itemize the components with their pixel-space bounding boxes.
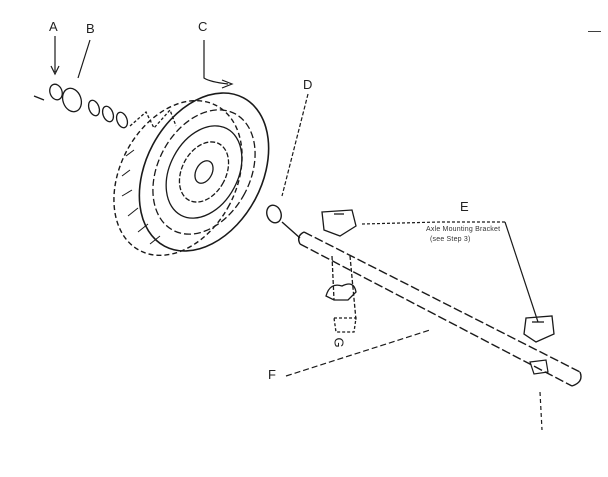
left-bracket-assembly	[321, 209, 357, 333]
rim-ring-2	[165, 125, 243, 219]
tread-marks	[121, 149, 161, 245]
tire-outer	[138, 92, 270, 252]
bottom-bolt-shaft	[539, 391, 543, 431]
left-nut-bottom	[333, 317, 357, 333]
washer-a	[49, 83, 63, 101]
bottom-bolt-head	[529, 359, 549, 375]
label-a: A	[49, 19, 58, 34]
spacer-3	[115, 111, 129, 129]
cotter-pin	[33, 95, 45, 101]
label-f: F	[268, 367, 276, 382]
bushing-d	[266, 204, 282, 224]
axle-stub-left	[281, 221, 301, 239]
label-g: G	[331, 337, 347, 348]
axle-rod	[281, 221, 582, 387]
cap-b	[61, 87, 83, 113]
wheel	[113, 92, 270, 257]
left-bracket	[321, 209, 357, 237]
tire-outer-back	[113, 99, 243, 257]
axle-top-edge	[303, 231, 581, 373]
hub-center	[194, 160, 214, 184]
leader-a-arrow	[50, 65, 60, 76]
rim-ring-3	[178, 141, 230, 203]
callout-e-line2: (see Step 3)	[430, 236, 471, 243]
left-bolt-guide	[349, 255, 357, 321]
label-e: E	[460, 199, 469, 214]
corner-mark: —	[588, 23, 601, 38]
right-bracket-assembly	[523, 315, 555, 343]
callout-e-line1: Axle Mounting Bracket	[426, 226, 501, 233]
leader-e-left	[361, 221, 505, 225]
axle-bottom-edge	[299, 243, 573, 387]
bottom-right-bolt	[529, 359, 549, 431]
label-c: C	[198, 19, 208, 34]
rim-ring-1	[152, 109, 256, 235]
label-b: B	[86, 21, 95, 36]
axle-hardware	[33, 83, 177, 130]
left-bolt-shaft	[331, 255, 335, 301]
label-d: D	[303, 77, 313, 92]
left-lock-nut	[325, 283, 357, 301]
leader-c-arrow	[221, 79, 234, 89]
spacer-1	[87, 99, 101, 117]
leader-b	[77, 39, 91, 79]
leader-c	[203, 40, 229, 85]
leader-e-right	[504, 221, 539, 323]
axle-end-right	[571, 371, 582, 387]
hub-spline	[129, 108, 177, 130]
leader-d	[281, 93, 309, 197]
leader-lines	[50, 36, 539, 377]
spacer-2	[101, 105, 115, 123]
leader-f	[285, 329, 431, 377]
right-bracket	[523, 315, 555, 343]
